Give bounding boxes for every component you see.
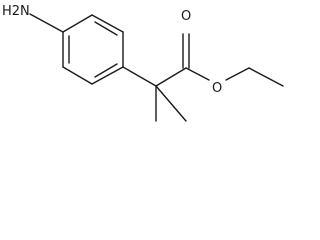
ring-bond-2 (91, 14, 124, 33)
ring-double-bond-b (94, 63, 118, 78)
benzene-ring (62, 14, 124, 85)
methyl-bond-right (155, 85, 187, 122)
ring-bond-4 (91, 66, 124, 85)
structure-canvas: H2N O O (2, 4, 284, 122)
carbonyl-to-ester-oxygen-bond (185, 67, 210, 81)
carbonyl-oxygen-label: O (181, 9, 191, 24)
ring-double-bond-a (94, 21, 118, 36)
ring-bond-5 (62, 66, 93, 85)
quaternary-to-carbonyl-bond (155, 67, 187, 87)
amine-bond (29, 13, 64, 33)
ethyl-cc-bond (248, 67, 284, 87)
amine-label: H2N (2, 4, 30, 19)
ester-oxygen-to-ethyl-bond (225, 67, 250, 81)
ring-bond-1 (62, 14, 93, 33)
ester-oxygen-label: O (212, 81, 222, 96)
ring-to-quaternary-carbon-bond (122, 66, 157, 87)
